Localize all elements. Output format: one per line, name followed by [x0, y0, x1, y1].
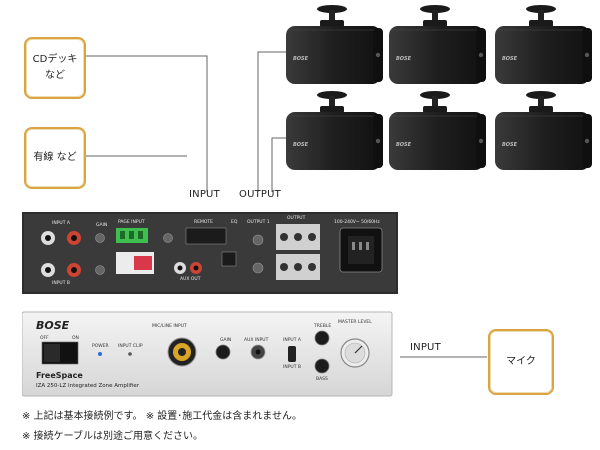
amplifier-front-panel: BOSE OFF ON POWER INPUT CLIP MIC/LINE IN…: [22, 311, 393, 397]
aux-out-jack-red: [190, 262, 202, 274]
speaker-5: [388, 90, 487, 171]
input-label-left: INPUT: [189, 189, 220, 200]
input-b-select-label: INPUT B: [283, 364, 301, 370]
rear-output1-label: OUTPUT 1: [247, 219, 270, 225]
speaker-logo-6: BOSE: [502, 142, 518, 148]
speaker-6: [494, 90, 593, 171]
speaker-array: BOSE BOSE BOSE BOSE BOSE BOSE: [285, 4, 593, 171]
note-line-2: ※ 接続ケーブルは別途ご用意ください。: [22, 431, 203, 442]
mic-label: マイク: [506, 356, 536, 367]
amplifier-rear-panel: INPUT A INPUT B GAIN PAGE INPUT REMOTE E…: [22, 212, 398, 294]
bass-label: BASS: [316, 376, 328, 382]
dip-switch: [134, 256, 152, 270]
rear-output-label: OUTPUT: [287, 215, 306, 221]
output-line-1: [257, 51, 287, 192]
output-trim-knob-1: [252, 234, 264, 246]
rear-gain-label: GAIN: [96, 222, 107, 228]
cd-deck-line: [86, 55, 208, 192]
speaker-logo-3: BOSE: [502, 56, 518, 62]
wired-label: 有線 など: [33, 152, 77, 163]
eq-terminal: [221, 251, 237, 267]
mic-gain-knob[interactable]: [215, 344, 231, 360]
power-on-label: ON: [72, 335, 79, 341]
output-line-2: [271, 137, 287, 192]
output-label: OUTPUT: [239, 189, 281, 200]
treble-label: TREBLE: [313, 323, 331, 329]
output-trim-knob-2: [252, 262, 264, 274]
rca-jack-b-red: [67, 263, 81, 277]
speaker-logo-1: BOSE: [293, 56, 309, 62]
rear-input-a-label: INPUT A: [52, 220, 71, 226]
wired-box: 有線 など: [24, 127, 86, 189]
master-level-label: MASTER LEVEL: [338, 319, 372, 325]
cd-deck-label-2: など: [45, 70, 65, 81]
rear-page-input-label: PAGE INPUT: [118, 219, 145, 225]
gain-knob-b: [95, 265, 105, 275]
clip-led: [128, 352, 132, 356]
rca-jack-a-white: [41, 231, 55, 245]
model-name: FreeSpace: [36, 371, 83, 380]
rear-power-spec: 100-240V~ 50/60Hz: [334, 219, 380, 225]
treble-knob[interactable]: [314, 330, 330, 346]
model-description: IZA 250-LZ Integrated Zone Amplifier: [36, 383, 140, 389]
mic-line-input-label: MIC/LINE INPUT: [152, 323, 187, 329]
mic-box: マイク: [488, 329, 554, 395]
speaker-logo-5: BOSE: [396, 142, 412, 148]
bass-knob[interactable]: [314, 358, 330, 374]
cd-deck-box: CDデッキ など: [24, 37, 86, 99]
note-line-1: ※ 上記は基本接続例です。 ※ 設置･施工代金は含まれません。: [22, 411, 302, 422]
power-led: [98, 352, 102, 356]
power-indicator-label: POWER: [92, 343, 109, 349]
front-brand-logo: BOSE: [36, 319, 70, 332]
input-label-right: INPUT: [410, 342, 441, 353]
power-off-label: OFF: [40, 335, 49, 341]
front-gain-label: GAIN: [220, 337, 231, 343]
speaker-3: [494, 4, 593, 85]
page-gain-knob: [163, 233, 173, 243]
rear-remote-label: REMOTE: [194, 219, 213, 225]
speaker-logo-2: BOSE: [396, 56, 412, 62]
speaker-logo-4: BOSE: [293, 142, 309, 148]
rear-input-b-label: INPUT B: [52, 280, 70, 286]
input-clip-label: INPUT CLIP: [118, 343, 143, 349]
rca-jack-b-white: [41, 263, 55, 277]
aux-out-jack-white: [174, 262, 186, 274]
cd-deck-label-1: CDデッキ: [32, 54, 78, 65]
gain-knob-a: [95, 233, 105, 243]
aux-input-label: AUX INPUT: [244, 337, 269, 343]
speaker-1: [285, 4, 384, 85]
input-a-select-label: INPUT A: [283, 337, 302, 343]
input-select-switch[interactable]: [288, 346, 296, 362]
remote-terminal: [185, 227, 227, 245]
speaker-2: [388, 4, 487, 85]
rear-eq-label: EQ: [231, 219, 238, 225]
speaker-4: [285, 90, 384, 171]
rear-aux-out-label: AUX OUT: [180, 276, 201, 282]
rca-jack-a-red: [67, 231, 81, 245]
